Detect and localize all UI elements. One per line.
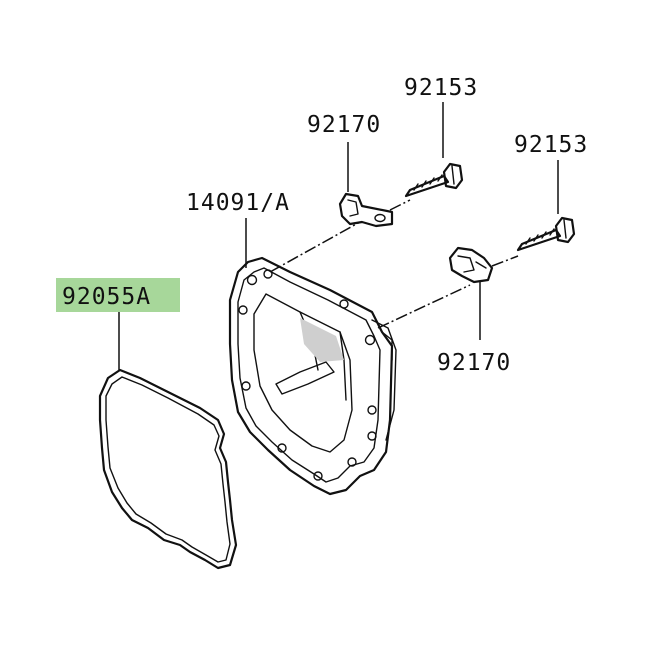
bolt-92153-top[interactable] [404,162,464,198]
cover-14091a[interactable] [228,256,397,496]
leader-lines [118,102,559,370]
label-bolt-top[interactable]: 92153 [404,75,478,101]
label-cover[interactable]: 14091/A [186,190,290,216]
clamp-92170-bottom[interactable] [448,246,494,284]
label-clamp-bottom[interactable]: 92170 [437,350,511,376]
bolt-92153-right[interactable] [516,216,576,252]
gasket-92055a[interactable] [98,368,238,570]
gasket-label-highlight [56,278,180,312]
label-gasket[interactable]: 92055A [62,284,151,310]
clamp-92170-top[interactable] [338,192,394,228]
label-bolt-right[interactable]: 92153 [514,132,588,158]
label-clamp-top[interactable]: 92170 [307,112,381,138]
